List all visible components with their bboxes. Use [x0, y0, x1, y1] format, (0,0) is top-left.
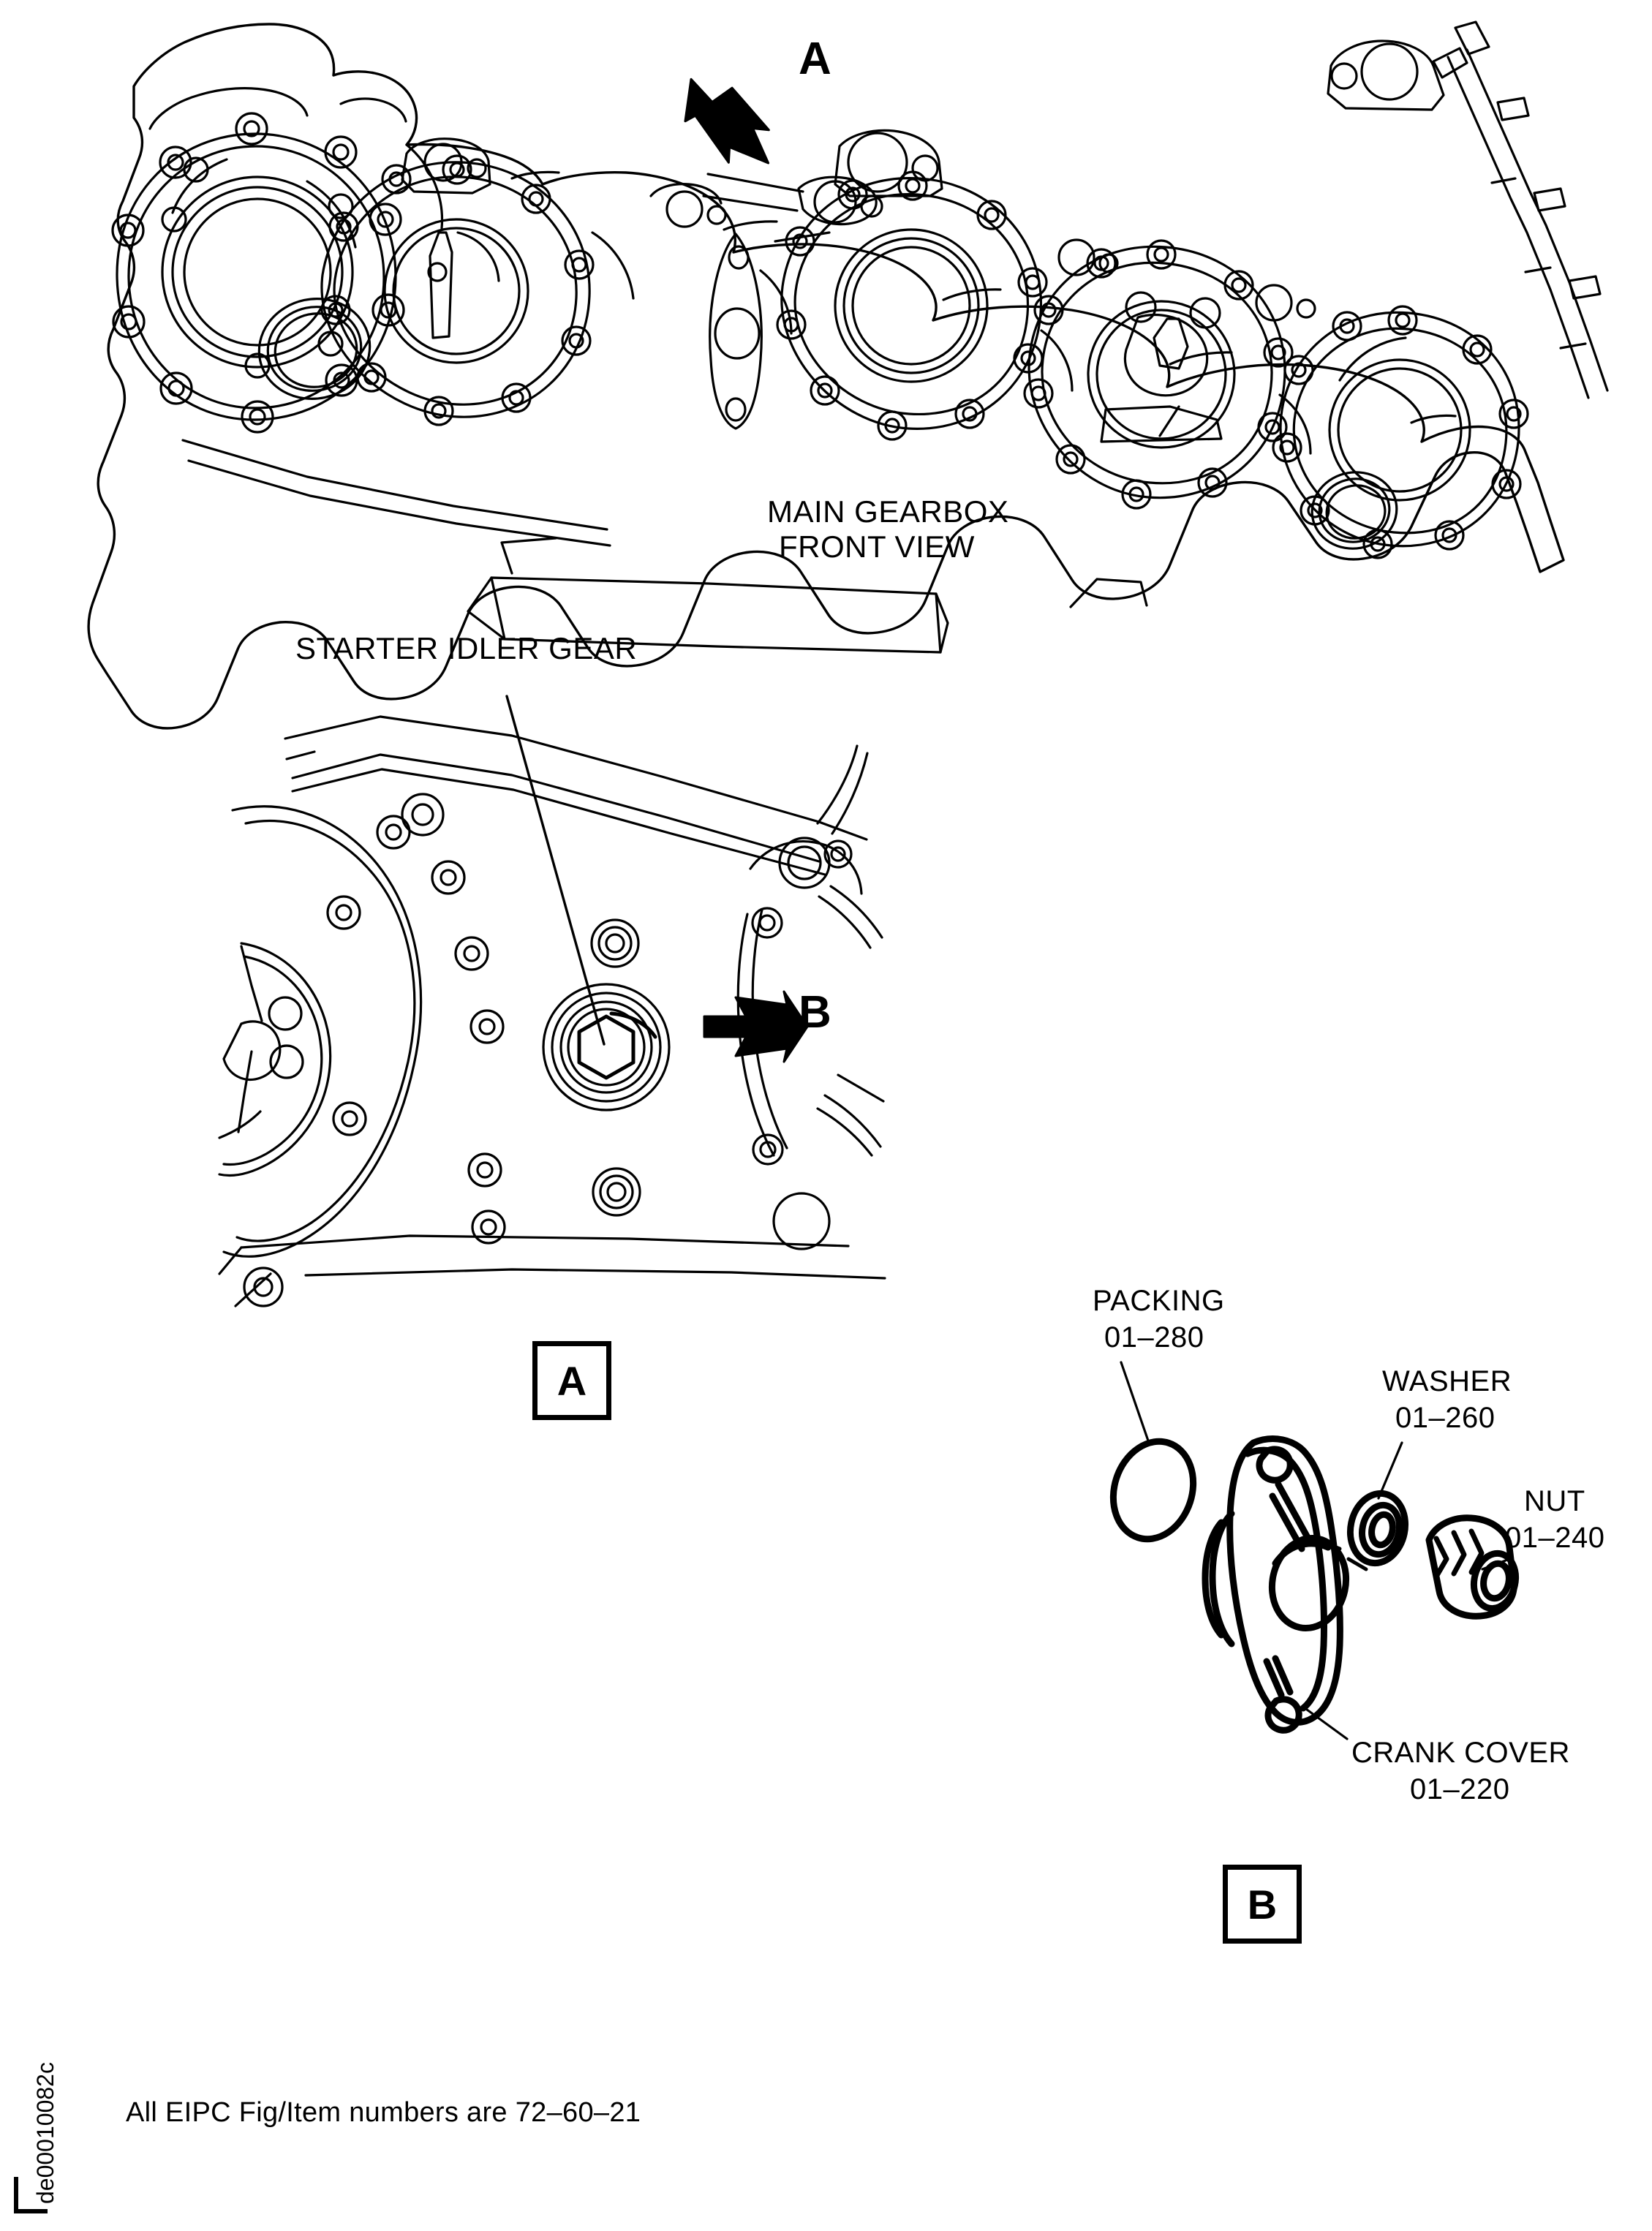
part-label-washer-name: WASHER	[1382, 1365, 1512, 1397]
callout-leader-line	[505, 695, 606, 1046]
starter-idler-gear-boss	[542, 983, 671, 1111]
main-view-caption-line1: MAIN GEARBOX	[767, 494, 1009, 529]
crank-cover-plate	[1202, 1435, 1350, 1734]
gearbox-bay-2	[320, 154, 595, 426]
corner-registration-mark	[14, 2177, 48, 2213]
leader-washer	[1377, 1441, 1403, 1500]
gearbox-port-left	[257, 298, 371, 400]
starter-idler-gear-label: STARTER IDLER GEAR	[295, 631, 638, 665]
part-label-washer-number: 01–260	[1395, 1402, 1496, 1434]
detail-a-box-label: A	[532, 1341, 611, 1420]
gearbox-misc-lugs	[401, 137, 1316, 322]
arrow-b	[703, 990, 809, 1063]
detail-a-linework	[218, 695, 886, 1307]
arrow-b-letter: B	[799, 987, 831, 1038]
part-label-crank-cover-number: 01–220	[1410, 1773, 1510, 1805]
gearbox-boss-cluster	[702, 129, 943, 243]
packing-oring	[1109, 1438, 1197, 1543]
part-label-nut-name: NUT	[1524, 1485, 1585, 1517]
washer-part	[1346, 1490, 1409, 1567]
gearbox-bay-3	[776, 170, 1048, 441]
gearbox-bay-1	[111, 112, 405, 434]
gearbox-bottom-pan	[467, 537, 1148, 654]
gearbox-upper-right-boss	[1327, 20, 1609, 399]
gearbox-bay-5	[1272, 305, 1529, 559]
arrow-a-letter: A	[799, 34, 831, 84]
gearbox-center-tab	[709, 233, 763, 430]
part-label-packing-name: PACKING	[1093, 1285, 1225, 1317]
main-gearbox-housing	[87, 20, 1609, 730]
part-label-nut-number: 01–240	[1505, 1522, 1605, 1554]
gearbox-port-right	[1310, 471, 1398, 550]
detail-b-leaders	[1120, 1361, 1507, 1740]
part-label-crank-cover-name: CRANK COVER	[1351, 1737, 1570, 1769]
main-view-caption-line2: FRONT VIEW	[779, 529, 975, 564]
leader-nut	[1481, 1559, 1507, 1571]
part-label-packing-number: 01–280	[1104, 1321, 1204, 1354]
footer-note: All EIPC Fig/Item numbers are 72–60–21	[126, 2097, 641, 2128]
detail-b-linework	[1109, 1435, 1520, 1734]
leader-crank-cover	[1302, 1706, 1349, 1740]
detail-b-box-label: B	[1223, 1865, 1302, 1944]
leader-packing	[1120, 1361, 1150, 1444]
arrow-a	[684, 78, 770, 165]
gearbox-bay-4	[1023, 239, 1294, 510]
